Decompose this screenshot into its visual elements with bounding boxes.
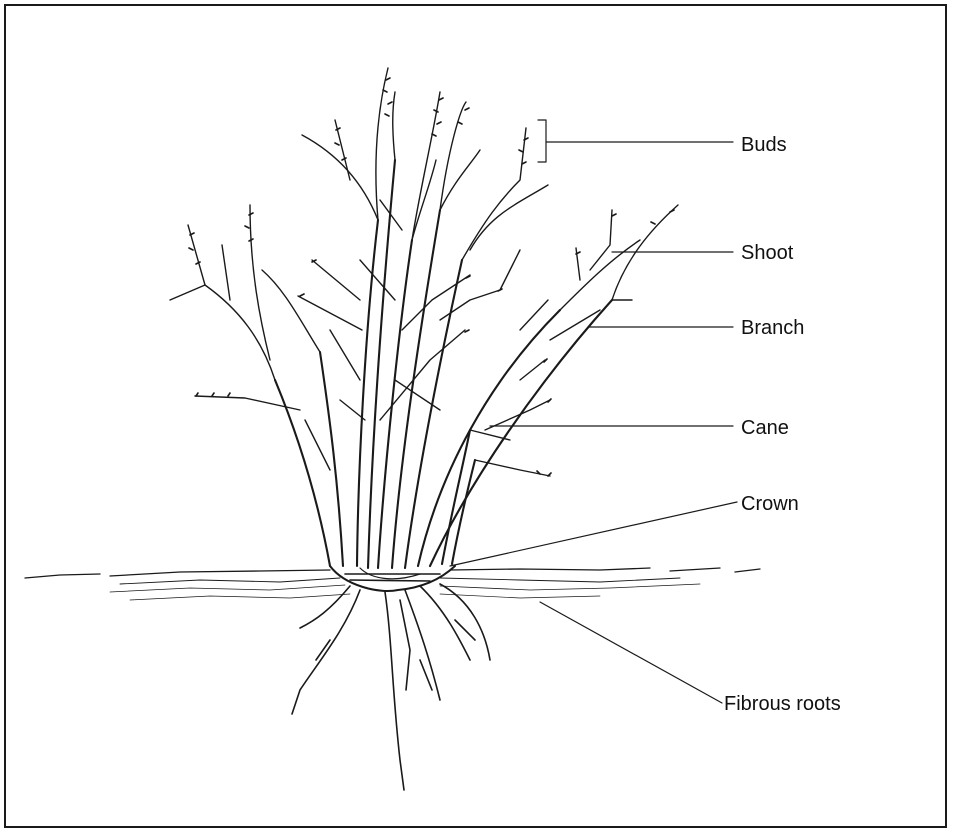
label-buds: Buds <box>741 135 787 155</box>
leader-lines <box>450 120 737 703</box>
label-fibrous-roots: Fibrous roots <box>724 694 841 714</box>
label-cane: Cane <box>741 418 789 438</box>
canes <box>275 160 612 568</box>
label-branch: Branch <box>741 318 804 338</box>
fibrous-roots <box>292 584 490 790</box>
ground-line <box>25 568 760 600</box>
label-crown: Crown <box>741 494 799 514</box>
label-shoot: Shoot <box>741 243 793 263</box>
branches <box>170 68 678 476</box>
